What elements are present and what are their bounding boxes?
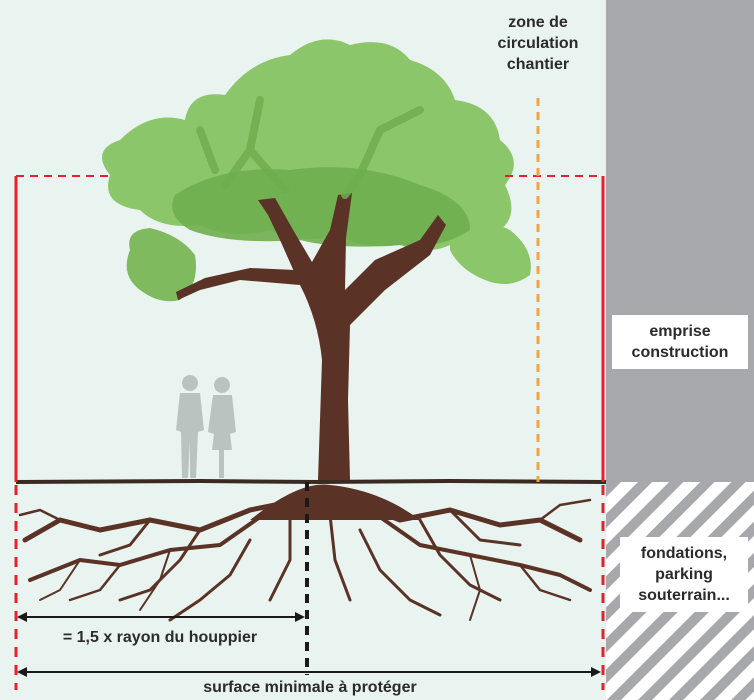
emprise-line-2: construction (631, 344, 729, 361)
radius-dimension-arrow (17, 612, 305, 622)
rayon-label: = 1,5 x rayon du houppier (62, 629, 258, 646)
zone-circulation-line-3: chantier (506, 56, 570, 73)
zone-circulation-label: zone de circulation chantier (478, 12, 598, 75)
emprise-construction-label: emprise construction (612, 315, 748, 369)
protection-perimeter (14, 175, 605, 690)
roots-icon (18, 484, 592, 622)
emprise-line-1: emprise (649, 323, 711, 340)
people-silhouette-icon (176, 375, 236, 478)
fondations-line-3: souterrain... (638, 587, 730, 604)
fondations-line-1: fondations, (640, 545, 728, 562)
zone-circulation-line-2: circulation (497, 35, 579, 52)
surface-dimension-arrow (17, 667, 601, 677)
ground-line (15, 478, 607, 485)
fondations-line-2: parking (655, 566, 713, 583)
surface-label: surface minimale à protéger (203, 679, 417, 696)
fondations-label: fondations, parking souterrain... (620, 537, 748, 612)
building-block (606, 0, 754, 482)
tree-icon (102, 39, 531, 480)
zone-circulation-line-1: zone de (508, 14, 568, 31)
